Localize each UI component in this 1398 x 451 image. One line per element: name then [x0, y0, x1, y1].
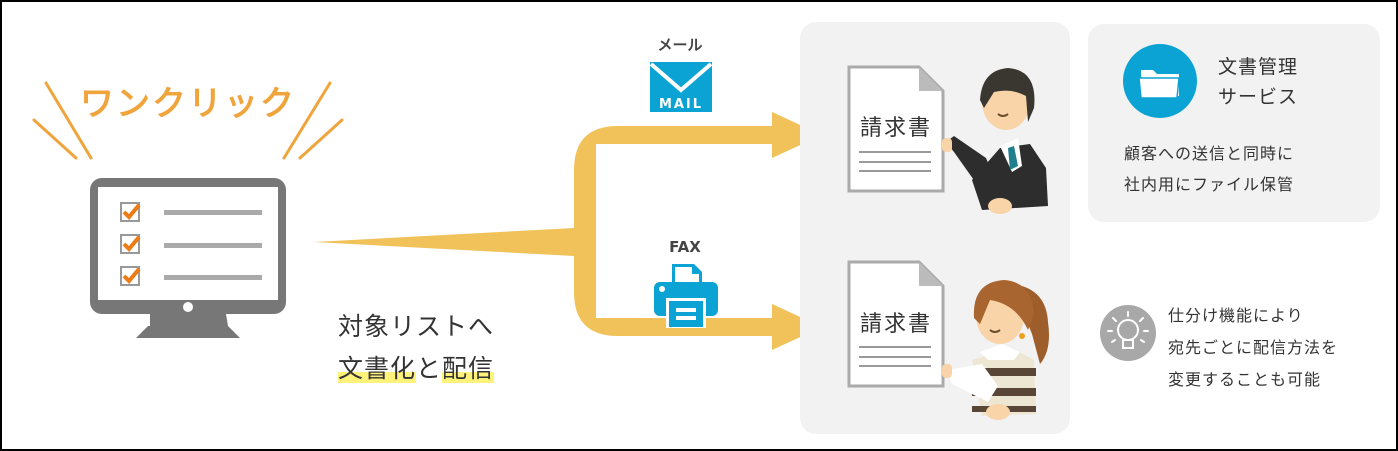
service-desc-line2: 社内用にファイル保管 — [1124, 175, 1295, 194]
service-desc-line1: 顧客への送信と同時に — [1124, 144, 1295, 163]
caption-documentize-deliver: 文書化と配信 — [338, 349, 495, 385]
feature-line3: 変更することも可能 — [1168, 370, 1322, 389]
mail-icon-text: MAIL — [659, 97, 703, 112]
service-title-line2: サービス — [1218, 86, 1299, 108]
mail-envelope-icon: MAIL — [650, 62, 712, 112]
burst-line — [32, 118, 78, 160]
fax-label: FAX — [669, 238, 701, 256]
feature-line2: 宛先ごとに配信方法を — [1168, 338, 1339, 357]
one-click-headline: ワンクリック — [80, 84, 296, 124]
invoice-title: 請求書 — [860, 116, 933, 141]
caption-target-list: 対象リストへ — [338, 312, 495, 341]
folder-icon — [1123, 44, 1197, 118]
checklist — [120, 202, 262, 286]
monitor-checklist-icon — [90, 178, 286, 338]
burst-line — [282, 81, 332, 160]
businessman-avatar — [942, 68, 1048, 214]
invoice-title: 請求書 — [860, 312, 933, 337]
caption-and: と — [416, 354, 443, 383]
branch-arrow-shape — [574, 112, 822, 350]
caption-highlight-deliver: 配信 — [442, 354, 495, 383]
lightbulb-icon — [1100, 305, 1156, 361]
burst-line — [298, 118, 344, 160]
burst-line — [44, 81, 93, 160]
fax-printer-icon — [654, 264, 718, 328]
mail-label: メール — [657, 36, 703, 54]
arrow-tail-wedge — [314, 228, 574, 256]
service-title-line1: 文書管理 — [1218, 56, 1299, 78]
invoice-document-icon — [847, 260, 945, 388]
caption-highlight-documentize: 文書化 — [338, 354, 417, 383]
businesswoman-avatar — [942, 280, 1049, 420]
feature-line1: 仕分け機能により — [1168, 306, 1304, 325]
invoice-document-icon — [847, 65, 945, 193]
